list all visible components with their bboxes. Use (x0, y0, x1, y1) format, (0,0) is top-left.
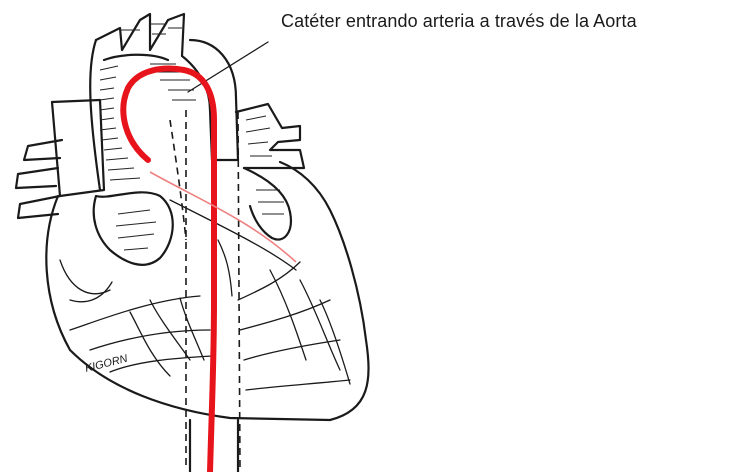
callout-leader-line (188, 42, 268, 92)
descending-aorta-dashed (170, 110, 240, 470)
superior-vena-cava (52, 100, 104, 196)
left-atrium (244, 168, 291, 240)
catheter (123, 69, 214, 472)
catheter-callout-label: Catéter entrando arteria a través de la … (281, 11, 637, 32)
interventricular-groove (170, 200, 296, 270)
artist-signature: KIGORN (84, 353, 129, 375)
right-atrium (60, 192, 173, 301)
pulmonary-artery (236, 104, 304, 168)
